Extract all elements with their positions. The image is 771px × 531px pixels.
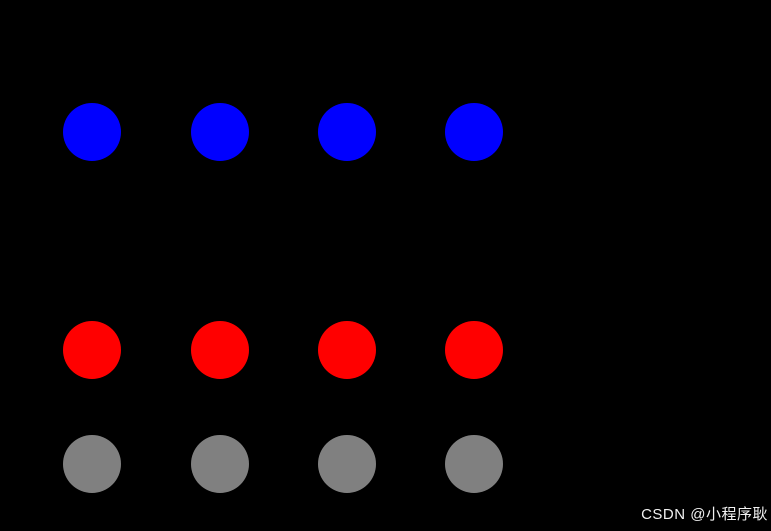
csdn-watermark: CSDN @小程序耿 (641, 506, 768, 523)
gray-row-dot-1 (63, 435, 121, 493)
gray-row-dot-2 (191, 435, 249, 493)
gray-row-dot-3 (318, 435, 376, 493)
red-row-dot-4 (445, 321, 503, 379)
red-row-dot-1 (63, 321, 121, 379)
red-row-dot-3 (318, 321, 376, 379)
blue-row-dot-2 (191, 103, 249, 161)
blue-row-dot-4 (445, 103, 503, 161)
red-row-dot-2 (191, 321, 249, 379)
blue-row-dot-3 (318, 103, 376, 161)
blue-row-dot-1 (63, 103, 121, 161)
gray-row-dot-4 (445, 435, 503, 493)
